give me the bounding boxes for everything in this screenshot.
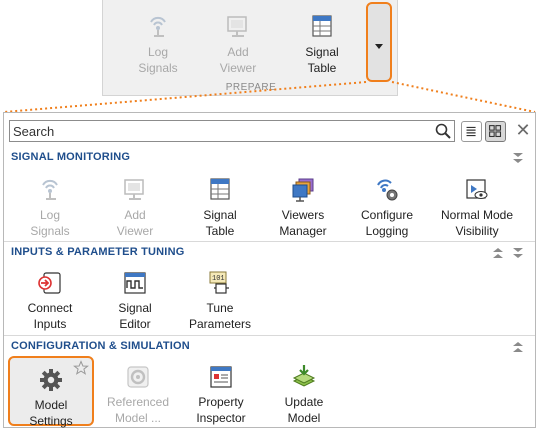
add-viewer-icon [124, 179, 144, 200]
item-label: Tune Parameters [188, 301, 252, 331]
add-viewer-button[interactable]: Add Viewer [205, 14, 271, 76]
section-signal-monitoring: SIGNAL MONITORING Log Signals Add Viewer [4, 147, 535, 239]
item-label: Configure Logging [360, 208, 414, 238]
gallery-item-log-signals[interactable]: Log Signals [8, 177, 92, 239]
gallery-item-connect-inputs[interactable]: Connect Inputs [8, 270, 92, 332]
item-label: Property Inspector [196, 395, 246, 425]
close-icon[interactable]: ✕ [515, 120, 531, 140]
collapse-section-icon[interactable] [513, 246, 523, 260]
search-box[interactable] [9, 120, 455, 142]
log-signals-button[interactable]: Log Signals [125, 14, 191, 76]
referenced-model-icon [127, 366, 149, 388]
gallery-item-signal-table[interactable]: Signal Table [178, 177, 262, 239]
gallery-item-referenced-model[interactable]: Referenced Model ... [96, 364, 180, 426]
item-label: Update Model [284, 395, 324, 425]
add-viewer-label: Add Viewer [219, 45, 257, 75]
item-label: Signal Editor [118, 301, 152, 331]
gallery-item-configure-logging[interactable]: Configure Logging [345, 177, 429, 239]
log-signals-icon [150, 16, 166, 37]
gallery-item-add-viewer[interactable]: Add Viewer [93, 177, 177, 239]
section-label-prepare: PREPARE [225, 82, 277, 93]
log-signals-icon [42, 179, 58, 200]
item-label: Connect Inputs [27, 301, 73, 331]
connect-inputs-icon [38, 272, 61, 294]
item-label: Referenced Model ... [106, 395, 170, 425]
caret-down-icon [375, 44, 383, 49]
signal-editor-icon [124, 272, 146, 294]
gallery-item-viewers-manager[interactable]: Viewers Manager [261, 177, 345, 239]
icon-view-icon [489, 125, 502, 138]
configure-logging-icon [377, 179, 398, 201]
signal-table-icon [312, 15, 332, 37]
item-label: Add Viewer [116, 208, 154, 238]
gallery-item-signal-editor[interactable]: Signal Editor [93, 270, 177, 332]
gallery-item-tune-parameters[interactable]: 101 Tune Parameters [178, 270, 262, 332]
icon-view-button[interactable] [485, 121, 506, 142]
gallery-item-property-inspector[interactable]: Property Inspector [179, 364, 263, 426]
normal-mode-visibility-icon [466, 179, 488, 199]
expand-gallery-button[interactable] [366, 2, 392, 82]
item-label: Normal Mode Visibility [440, 208, 514, 238]
prepare-toolstrip-section: Log Signals Add Viewer Signal Table PREP… [102, 0, 398, 96]
search-input[interactable] [13, 123, 423, 139]
signal-table-label: Signal Table [305, 45, 339, 75]
gallery-item-update-model[interactable]: Update Model [262, 364, 346, 426]
section-title: INPUTS & PARAMETER TUNING [11, 246, 185, 258]
gallery-item-normal-mode-visibility[interactable]: Normal Mode Visibility [429, 177, 525, 239]
search-icon[interactable] [434, 122, 452, 140]
move-section-up-icon[interactable] [513, 340, 523, 354]
item-label: Viewers Manager [279, 208, 327, 238]
section-title: CONFIGURATION & SIMULATION [11, 340, 190, 352]
gear-icon [40, 369, 62, 391]
item-label: Model Settings [29, 398, 73, 428]
gallery-item-model-settings[interactable]: Model Settings [8, 356, 94, 428]
update-model-icon [292, 365, 316, 387]
add-viewer-icon [227, 16, 247, 37]
signal-table-button[interactable]: Signal Table [289, 14, 355, 76]
tune-parameters-icon: 101 [209, 271, 229, 294]
list-view-button[interactable] [461, 121, 482, 142]
log-signals-label: Log Signals [138, 45, 178, 75]
collapse-section-icon[interactable] [513, 151, 523, 165]
viewers-manager-icon [292, 178, 314, 202]
move-section-up-icon[interactable] [493, 246, 503, 260]
item-label: Signal Table [203, 208, 237, 238]
property-inspector-icon [210, 366, 232, 388]
gallery-panel: ✕ SIGNAL MONITORING Log Signals Add View… [3, 112, 536, 428]
star-icon[interactable] [73, 360, 89, 376]
list-view-icon [466, 126, 476, 137]
section-configuration-simulation: CONFIGURATION & SIMULATION Model [4, 335, 535, 428]
section-inputs-parameter-tuning: INPUTS & PARAMETER TUNING Connect Inputs… [4, 241, 535, 333]
svg-text:101: 101 [212, 275, 225, 283]
section-title: SIGNAL MONITORING [11, 151, 131, 163]
item-label: Log Signals [30, 208, 70, 238]
signal-table-icon [210, 178, 230, 200]
